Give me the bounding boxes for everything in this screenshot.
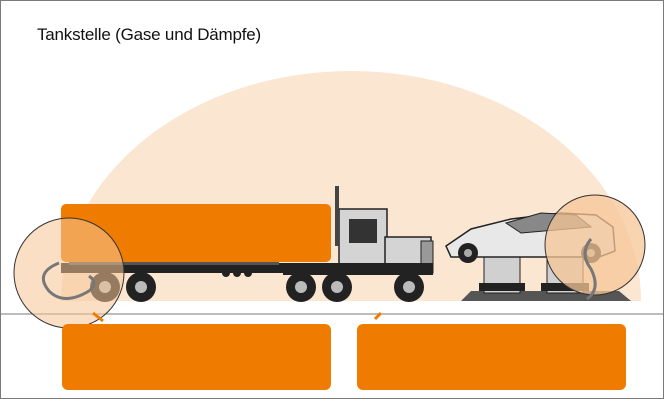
zone-box-right (357, 324, 626, 390)
hazard-circle-truck (14, 218, 124, 328)
page-title: Tankstelle (Gase und Dämpfe) (37, 25, 261, 45)
zone-box-left (62, 324, 331, 390)
